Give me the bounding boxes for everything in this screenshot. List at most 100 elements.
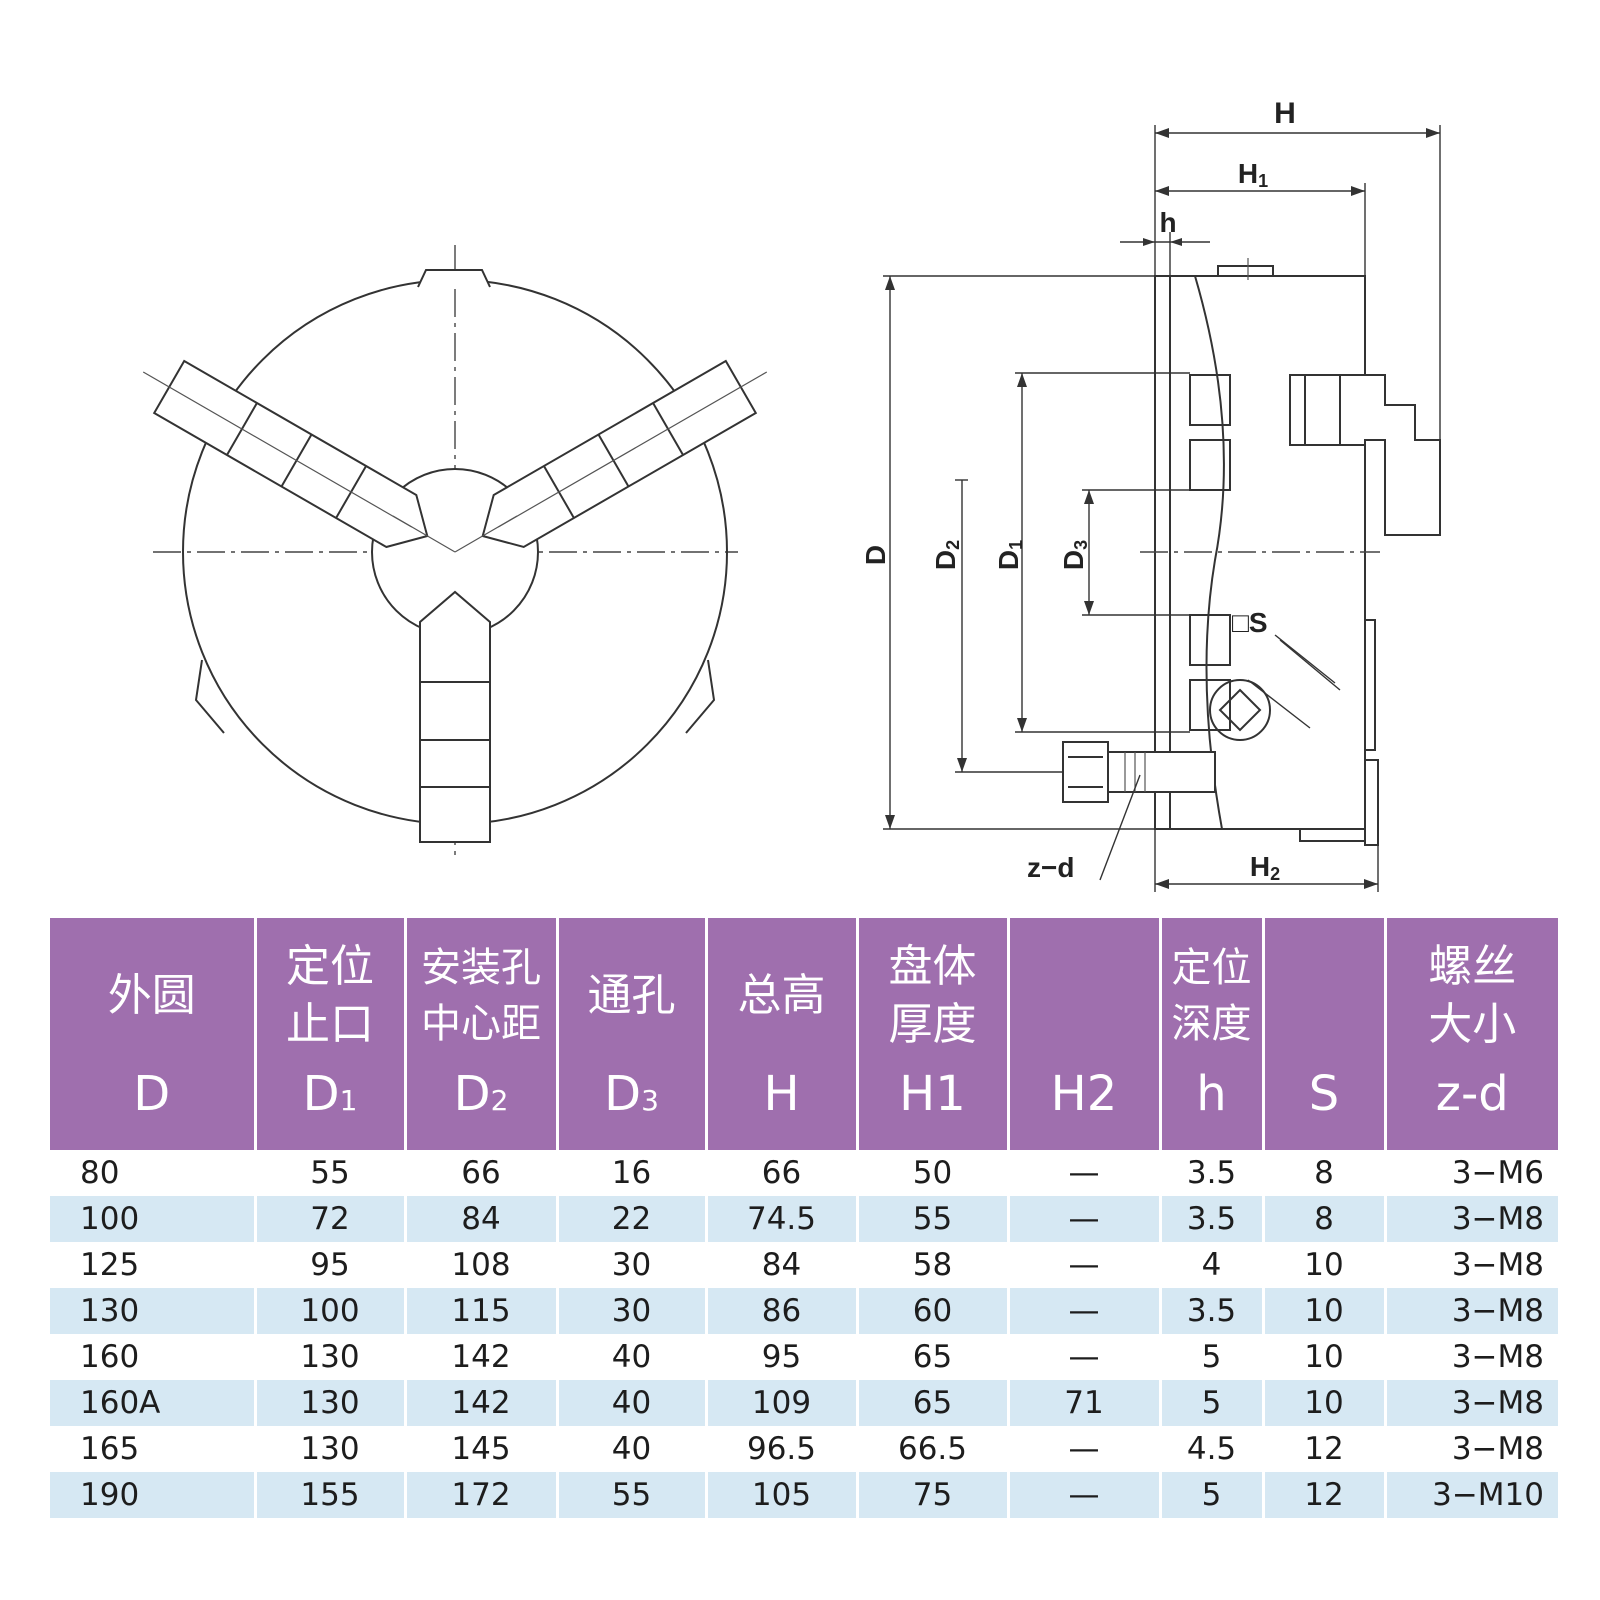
table-cell: 109 (706, 1380, 859, 1426)
label-zd: z−d (1027, 852, 1074, 883)
table-cell: 3−M8 (1385, 1288, 1558, 1334)
jaw-bottom (419, 590, 491, 843)
table-cell: — (1008, 1150, 1162, 1196)
table-cell: 72 (255, 1196, 407, 1242)
table-cell: 4 (1160, 1242, 1265, 1288)
table-cell: 3.5 (1160, 1196, 1265, 1242)
table-cell: 105 (706, 1472, 859, 1518)
table-cell: 8 (1263, 1196, 1387, 1242)
table-cell: 145 (405, 1426, 559, 1472)
table-cell: 66.5 (857, 1426, 1010, 1472)
table-cell: 10 (1263, 1242, 1387, 1288)
table-cell: 60 (857, 1288, 1010, 1334)
label-S: □S (1232, 607, 1268, 638)
table-cell: 5 (1160, 1380, 1265, 1426)
table-cell: 160 (50, 1334, 257, 1380)
table-cell: 108 (405, 1242, 559, 1288)
table-cell: 5 (1160, 1334, 1265, 1380)
label-H1: H1 (1238, 158, 1268, 191)
table-cell: 160A (50, 1380, 257, 1426)
table-cell: 142 (405, 1334, 559, 1380)
table-cell: 16 (557, 1150, 708, 1196)
table-cell: 58 (857, 1242, 1010, 1288)
table-cell: 12 (1263, 1426, 1387, 1472)
table-cell: 130 (255, 1380, 407, 1426)
table-cell: 80 (50, 1150, 257, 1196)
table-cell: 55 (255, 1150, 407, 1196)
label-D: D (860, 545, 891, 565)
dimension-labels: H H1 h H2 D D2 D1 D3 □S z−d (860, 97, 1296, 884)
table-cell: 55 (557, 1472, 708, 1518)
table-cell: 10 (1263, 1288, 1387, 1334)
table-cell: 100 (50, 1196, 257, 1242)
table-cell: 115 (405, 1288, 559, 1334)
label-D2: D2 (930, 540, 963, 570)
table-cell: 8 (1263, 1150, 1387, 1196)
table-cell: 172 (405, 1472, 559, 1518)
table-cell: 3−M8 (1385, 1242, 1558, 1288)
label-h: h (1159, 207, 1176, 238)
table-cell: 12 (1263, 1472, 1387, 1518)
table-cell: 125 (50, 1242, 257, 1288)
chuck-technical-drawing: H H1 h H2 D D2 D1 D3 □S z−d (142, 97, 1441, 892)
front-view (142, 245, 768, 860)
table-cell: 3−M8 (1385, 1426, 1558, 1472)
table-cell: 75 (857, 1472, 1010, 1518)
table-cell: 96.5 (706, 1426, 859, 1472)
table-cell: 190 (50, 1472, 257, 1518)
table-cell: 142 (405, 1380, 559, 1426)
table-cell: 65 (857, 1334, 1010, 1380)
table-cell: — (1008, 1334, 1162, 1380)
table-cell: 22 (557, 1196, 708, 1242)
table-cell: 30 (557, 1288, 708, 1334)
table-cell: 3−M8 (1385, 1196, 1558, 1242)
table-cell: 30 (557, 1242, 708, 1288)
table-cell: 3.5 (1160, 1288, 1265, 1334)
table-cell: 50 (857, 1150, 1010, 1196)
table-cell: 84 (706, 1242, 859, 1288)
table-cell: 95 (706, 1334, 859, 1380)
table-cell: 155 (255, 1472, 407, 1518)
jaw-upper-right (481, 359, 768, 549)
table-cell: 40 (557, 1334, 708, 1380)
table-cell: 55 (857, 1196, 1010, 1242)
table-cell: 74.5 (706, 1196, 859, 1242)
table-cell: 40 (557, 1380, 708, 1426)
table-cell: 84 (405, 1196, 559, 1242)
table-cell: 130 (255, 1334, 407, 1380)
table-cell: 5 (1160, 1472, 1265, 1518)
label-H: H (1274, 97, 1296, 130)
table-cell: — (1008, 1472, 1162, 1518)
side-view (1062, 258, 1441, 846)
table-cell: — (1008, 1288, 1162, 1334)
table-cell: 130 (50, 1288, 257, 1334)
label-D3: D3 (1058, 540, 1091, 570)
label-H2: H2 (1250, 851, 1280, 884)
table-cell: 100 (255, 1288, 407, 1334)
table-cell: 71 (1008, 1380, 1162, 1426)
jaw-upper-left (142, 359, 429, 549)
table-cell: 3−M10 (1385, 1472, 1558, 1518)
dimension-lines (883, 125, 1441, 892)
header-s: S (1263, 918, 1387, 1150)
table-cell: 130 (255, 1426, 407, 1472)
table-cell: 10 (1263, 1334, 1387, 1380)
